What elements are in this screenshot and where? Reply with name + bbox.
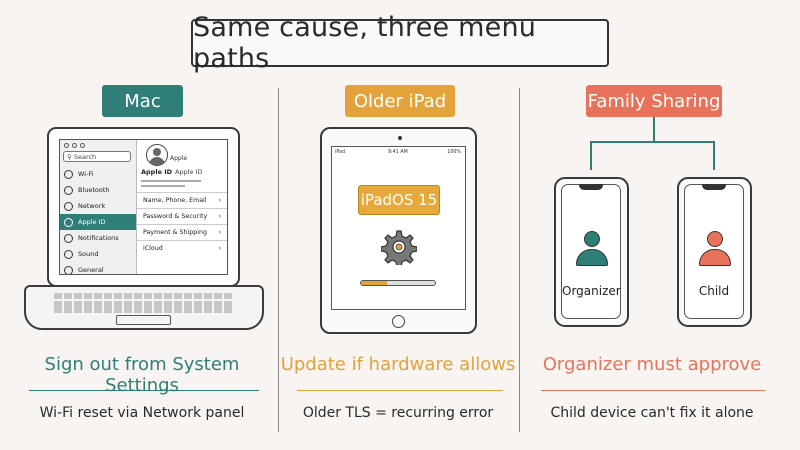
organizer-phone: Organizer xyxy=(554,177,629,327)
account-name: Apple xyxy=(170,155,188,162)
child-phone: Child xyxy=(677,177,752,327)
sidebar-item-wifi[interactable]: Wi-Fi xyxy=(60,166,136,182)
wifi-icon xyxy=(64,169,73,179)
trackpad xyxy=(116,315,171,325)
search-icon: ⚲ xyxy=(67,153,72,161)
mac-laptop-screen: ⚲ Search Wi-Fi Bluetooth Network Apple I… xyxy=(47,127,240,287)
chevron-right-icon: › xyxy=(218,213,221,220)
chevron-right-icon: › xyxy=(218,229,221,236)
status-battery: 100% xyxy=(447,150,461,155)
home-button xyxy=(392,315,405,328)
phone-screen: Organizer xyxy=(561,184,621,319)
child-person-icon xyxy=(698,231,732,271)
page-title: Same cause, three menu paths xyxy=(191,12,609,74)
row-label: iCloud xyxy=(143,245,163,252)
column-divider-left xyxy=(278,88,279,432)
sidebar-item-label: Wi-Fi xyxy=(78,170,94,178)
bluetooth-icon xyxy=(64,185,73,195)
sidebar-item-apple-id[interactable]: Apple ID xyxy=(60,214,136,230)
sidebar-item-sound[interactable]: Sound xyxy=(60,246,136,262)
row-label: Payment & Shipping xyxy=(143,229,207,236)
person-icon xyxy=(64,217,73,227)
status-time: 9:41 AM xyxy=(388,150,408,155)
avatar xyxy=(146,144,168,166)
ipad-caption: Update if hardware allows xyxy=(280,354,516,375)
search-placeholder: Search xyxy=(73,153,97,161)
organizer-label: Organizer xyxy=(562,284,621,298)
sidebar-item-label: Network xyxy=(78,202,106,210)
mac-note: Wi-Fi reset via Network panel xyxy=(39,405,245,421)
phone-screen: Child xyxy=(684,184,744,319)
mac-label-pill: Mac xyxy=(102,85,183,117)
speaker-icon xyxy=(64,249,73,259)
ipados-version-badge: iPadOS 15 xyxy=(358,185,440,215)
globe-icon xyxy=(64,201,73,211)
mac-caption-underline xyxy=(29,390,259,391)
sidebar-item-notifications[interactable]: Notifications xyxy=(60,230,136,246)
row-label: Password & Security xyxy=(143,213,208,220)
laptop-keyboard-base xyxy=(24,285,264,330)
apple-id-pane: Apple Apple ID Apple ID Name, Phone, Ema… xyxy=(137,140,227,274)
camera-dot xyxy=(398,136,402,140)
sidebar-item-label: Bluetooth xyxy=(78,186,110,194)
keyboard-illustration xyxy=(54,293,232,313)
sidebar-item-general[interactable]: General xyxy=(60,262,136,274)
sidebar-item-network[interactable]: Network xyxy=(60,198,136,214)
family-caption: Organizer must approve xyxy=(542,354,762,375)
organizer-person-icon xyxy=(575,231,609,271)
settings-row-name-phone-email[interactable]: Name, Phone, Email › xyxy=(137,192,227,208)
sidebar-item-bluetooth[interactable]: Bluetooth xyxy=(60,182,136,198)
window-controls xyxy=(64,143,85,148)
bell-icon xyxy=(64,233,73,243)
ipad-caption-underline xyxy=(297,390,503,391)
apple-id-value: Apple ID xyxy=(175,168,203,176)
ipad-screen: iPad 9:41 AM 100% iPadOS 15 xyxy=(331,146,466,310)
gear-icon xyxy=(64,265,73,274)
settings-sidebar: ⚲ Search Wi-Fi Bluetooth Network Apple I… xyxy=(60,140,137,274)
placeholder-line xyxy=(141,185,185,187)
ipad-note: Older TLS = recurring error xyxy=(302,405,494,421)
update-progress-fill xyxy=(361,281,387,285)
sidebar-item-label: Apple ID xyxy=(78,218,106,226)
family-note: Child device can't fix it alone xyxy=(550,405,754,421)
system-settings-window: ⚲ Search Wi-Fi Bluetooth Network Apple I… xyxy=(59,139,228,275)
family-sharing-label-pill: Family Sharing xyxy=(586,85,722,117)
family-caption-underline xyxy=(541,390,765,391)
gear-icon xyxy=(381,230,417,265)
chevron-right-icon: › xyxy=(218,245,221,252)
row-label: Name, Phone, Email xyxy=(143,197,207,204)
ipad-label-pill: Older iPad xyxy=(345,85,455,117)
settings-search-input[interactable]: ⚲ Search xyxy=(63,151,131,162)
settings-row-password-security[interactable]: Password & Security › xyxy=(137,208,227,224)
sidebar-item-label: Notifications xyxy=(78,234,119,242)
ipad-illustration: iPad 9:41 AM 100% iPadOS 15 xyxy=(320,127,477,334)
settings-row-icloud[interactable]: iCloud › xyxy=(137,240,227,256)
child-label: Child xyxy=(698,284,730,298)
placeholder-line xyxy=(141,180,201,182)
settings-row-payment-shipping[interactable]: Payment & Shipping › xyxy=(137,224,227,240)
update-progress-bar xyxy=(360,280,436,286)
column-divider-right xyxy=(519,88,520,432)
status-device: iPad xyxy=(335,150,345,155)
apple-id-label: Apple ID xyxy=(141,168,173,176)
chevron-right-icon: › xyxy=(218,197,221,204)
sidebar-item-label: General xyxy=(78,266,104,274)
sidebar-item-label: Sound xyxy=(78,250,99,258)
